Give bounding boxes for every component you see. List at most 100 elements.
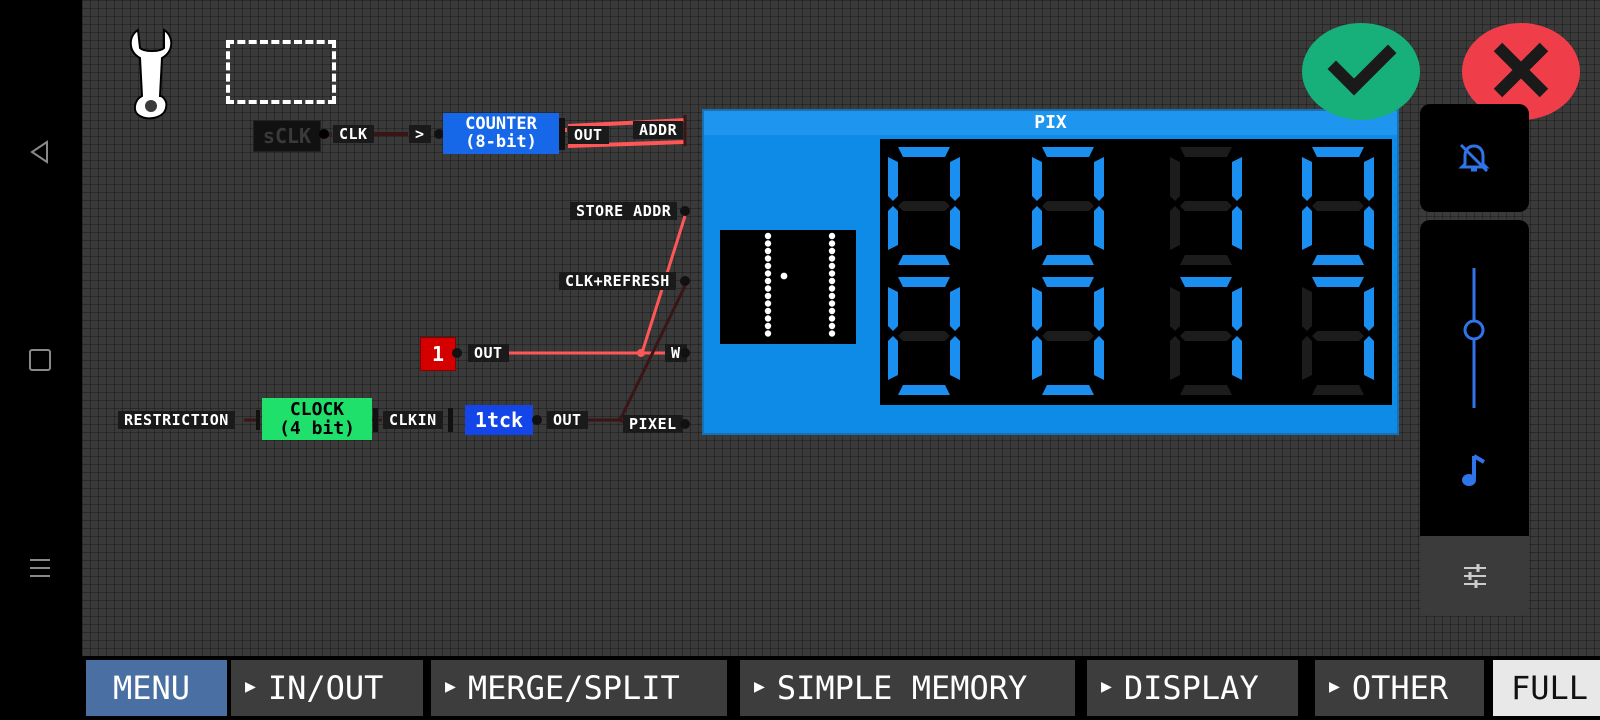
segment-c (1094, 336, 1104, 380)
segment-f (1170, 287, 1180, 331)
paddle-pixel (764, 300, 772, 307)
sclk-pin (319, 129, 329, 139)
clk-pin-label: CLK (333, 125, 374, 143)
segment-a (898, 147, 950, 157)
paddle-pixel (764, 315, 772, 322)
segment-e (888, 336, 898, 380)
clock-block[interactable]: CLOCK (4 bit) (262, 398, 372, 440)
tab-full[interactable]: FULL (1493, 660, 1600, 716)
constant-pin (452, 348, 462, 358)
paddle-pixel (828, 232, 836, 240)
segment-g (1312, 331, 1364, 341)
segment-a (898, 277, 950, 287)
segment-c (1364, 206, 1374, 250)
digit-bottom-3 (1302, 277, 1374, 395)
tab-menu[interactable]: MENU (86, 660, 227, 716)
pix-display[interactable]: PIX (702, 109, 1399, 435)
home-icon[interactable] (22, 342, 58, 378)
tab-display-label: DISPLAY (1123, 669, 1259, 707)
counter-block[interactable]: COUNTER (8-bit) (443, 113, 559, 154)
segment-f (1032, 287, 1042, 331)
segment-f (1170, 157, 1180, 201)
segment-e (1302, 336, 1312, 380)
clock-subtitle: (4 bit) (279, 418, 355, 439)
segment-b (950, 287, 960, 331)
vertical-slider[interactable] (1454, 264, 1494, 412)
store-addr-pin (680, 206, 690, 216)
settings-panel[interactable] (1420, 536, 1529, 616)
tab-simple-memory-label: SIMPLE MEMORY (776, 669, 1028, 707)
tick-out-label: OUT (547, 411, 588, 429)
segment-b (1232, 157, 1242, 201)
addr-label: ADDR (633, 121, 684, 139)
wires (244, 115, 687, 426)
tab-arrow-icon: ▶ (1329, 676, 1340, 697)
tick-block[interactable]: 1tck (465, 405, 533, 435)
segment-g (1042, 331, 1094, 341)
tab-in-out[interactable]: ▶IN/OUT (231, 660, 423, 716)
paddle-pixel (764, 307, 772, 315)
constant-block[interactable]: 1 (420, 337, 456, 371)
close-icon (1493, 42, 1549, 98)
tab-simple-memory[interactable]: ▶ SIMPLE MEMORY (740, 660, 1075, 716)
store-addr-label: STORE ADDR (570, 202, 678, 220)
paddle-pixel (828, 247, 836, 255)
music-note-icon[interactable] (1458, 452, 1490, 488)
cancel-button[interactable] (1462, 23, 1580, 120)
segment-c (950, 336, 960, 380)
segment-a (1312, 147, 1364, 157)
segment-d (1312, 385, 1364, 395)
segment-d (898, 255, 950, 265)
pixel-screen (720, 230, 856, 344)
segment-b (1094, 287, 1104, 331)
paddle-pixel (764, 285, 772, 292)
ball-pixel (780, 272, 788, 280)
confirm-button[interactable] (1302, 23, 1420, 120)
segment-a (1312, 277, 1364, 287)
bell-off-icon (1458, 143, 1490, 173)
tab-menu-label: MENU (113, 669, 191, 707)
segment-c (1094, 206, 1104, 250)
pix-title: PIX (704, 111, 1397, 135)
tab-other-label: OTHER (1351, 669, 1449, 707)
segment-f (1032, 157, 1042, 201)
segment-d (1180, 255, 1232, 265)
segment-e (1032, 336, 1042, 380)
digit-top-1 (1032, 147, 1104, 265)
segment-b (950, 157, 960, 201)
paddle-pixel (764, 262, 772, 270)
segment-g (1312, 201, 1364, 211)
paddle-pixel (828, 270, 836, 277)
sclk-block[interactable]: sCLK (253, 120, 321, 152)
pixel-label: PIXEL (623, 415, 683, 433)
segment-g (898, 331, 950, 341)
mute-panel[interactable] (1420, 104, 1529, 212)
back-icon[interactable] (22, 134, 58, 170)
tab-arrow-icon: ▶ (754, 676, 765, 697)
segment-e (1032, 206, 1042, 250)
tab-arrow-icon: ▶ (1101, 676, 1112, 697)
digit-top-3 (1302, 147, 1374, 265)
paddle-pixel (764, 270, 772, 277)
clkin-label: CLKIN (383, 411, 443, 429)
selection-rect-icon[interactable] (226, 40, 336, 104)
tab-merge-split[interactable]: ▶MERGE/SPLIT (431, 660, 727, 716)
paddle-pixel (764, 240, 772, 247)
pixel-pin (680, 419, 690, 429)
wrench-icon[interactable] (126, 26, 178, 124)
segment-c (1232, 206, 1242, 250)
digit-bottom-2 (1170, 277, 1242, 395)
tab-arrow-icon: ▶ (245, 676, 256, 697)
paddle-pixel (764, 255, 772, 262)
segment-d (898, 385, 950, 395)
paddle-pixel (764, 277, 772, 285)
digit-bottom-1 (1032, 277, 1104, 395)
tab-display[interactable]: ▶ DISPLAY (1087, 660, 1298, 716)
segment-e (1170, 336, 1180, 380)
recents-icon[interactable] (22, 550, 58, 586)
tab-other[interactable]: ▶ OTHER (1315, 660, 1484, 716)
paddle-pixel (828, 262, 836, 270)
segment-d (1312, 255, 1364, 265)
clk-refresh-pin (680, 276, 690, 286)
segment-a (1042, 277, 1094, 287)
